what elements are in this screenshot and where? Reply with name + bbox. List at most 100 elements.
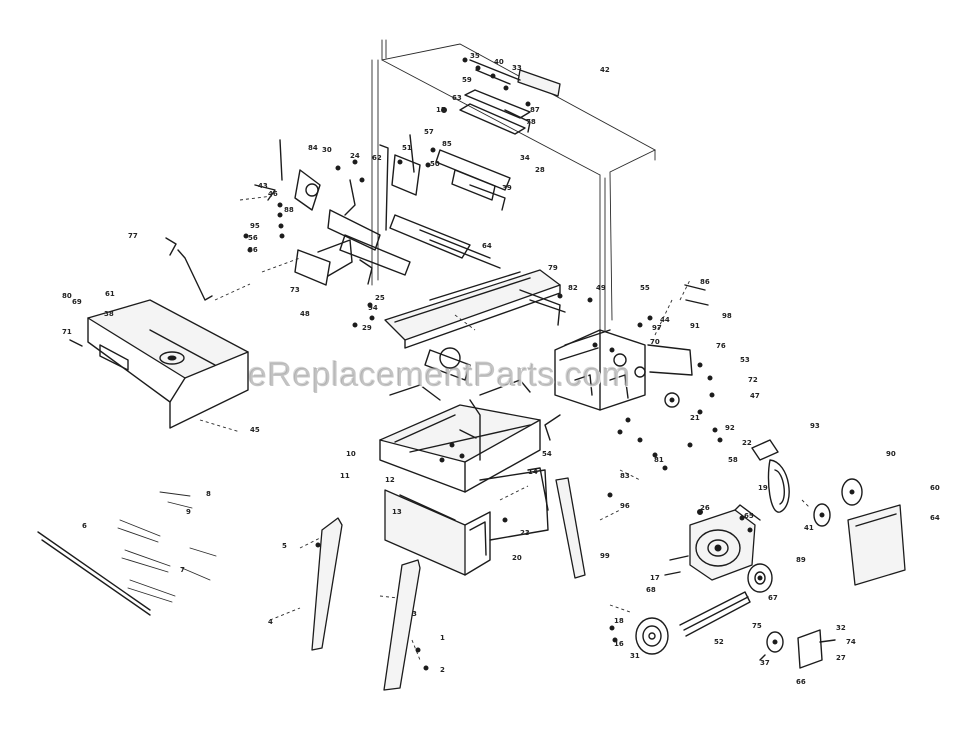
part-callout: 27 xyxy=(836,654,846,662)
part-callout: 13 xyxy=(392,508,402,516)
part-callout: 38 xyxy=(104,310,114,318)
part-callout: 88 xyxy=(284,206,294,214)
fence-base xyxy=(379,399,541,493)
part-callout: 18 xyxy=(614,617,624,625)
part-callout: 81 xyxy=(654,456,664,464)
part-callout: 6 xyxy=(82,522,87,530)
part-callout: 63 xyxy=(452,94,462,102)
part-callout: 60 xyxy=(930,484,940,492)
blade-guard-frame xyxy=(371,39,656,333)
part-callout: 82 xyxy=(568,284,578,292)
part-callout: 24 xyxy=(350,152,360,160)
part-callout: 8 xyxy=(206,490,211,498)
part-callout: 97 xyxy=(652,324,662,332)
part-callout: 90 xyxy=(886,450,896,458)
part-callout: 20 xyxy=(512,554,522,562)
part-callout: 40 xyxy=(494,58,504,66)
part-callout: 11 xyxy=(340,472,350,480)
part-callout: 50 xyxy=(430,160,440,168)
part-callout: 47 xyxy=(750,392,760,400)
part-callout: 65 xyxy=(744,512,754,520)
part-callout: 3 xyxy=(412,610,417,618)
part-callout: 83 xyxy=(620,472,630,480)
part-callout: 32 xyxy=(836,624,846,632)
part-callout: 62 xyxy=(372,154,382,162)
part-callout: 37 xyxy=(760,659,770,667)
part-callout: 73 xyxy=(290,286,300,294)
part-callout: 98 xyxy=(722,312,732,320)
part-callout: 26 xyxy=(700,504,710,512)
part-callout: 78 xyxy=(526,118,536,126)
part-callout: 71 xyxy=(62,328,72,336)
part-callout: 44 xyxy=(660,316,670,324)
part-callout: 57 xyxy=(424,128,434,136)
part-callout: 54 xyxy=(542,450,552,458)
part-callout: 52 xyxy=(714,638,724,646)
part-callout: 61 xyxy=(105,290,115,298)
upper-carriage xyxy=(239,134,511,286)
part-callout: 1 xyxy=(440,634,445,642)
part-callout: 85 xyxy=(442,140,452,148)
part-callout: 56 xyxy=(248,234,258,242)
part-callout: 87 xyxy=(530,106,540,114)
part-callout: 31 xyxy=(630,652,640,660)
part-callout: 94 xyxy=(368,304,378,312)
part-callout: 84 xyxy=(308,144,318,152)
part-callout: 36 xyxy=(248,246,258,254)
part-callout: 2 xyxy=(440,666,445,674)
part-callout: 74 xyxy=(846,638,856,646)
blade-and-guard xyxy=(751,439,906,586)
part-callout: 30 xyxy=(322,146,332,154)
part-callout: 33 xyxy=(512,64,522,72)
fasteners xyxy=(243,162,723,523)
part-callout: 45 xyxy=(250,426,260,434)
drive-motor xyxy=(664,504,761,581)
part-callout: 86 xyxy=(700,278,710,286)
part-callout: 29 xyxy=(362,324,372,332)
part-callout: 14 xyxy=(528,468,538,476)
part-callout: 15 xyxy=(436,106,446,114)
part-callout: 34 xyxy=(520,154,530,162)
part-callout: 21 xyxy=(690,414,700,422)
part-callout: 55 xyxy=(640,284,650,292)
part-callout: 68 xyxy=(646,586,656,594)
part-callout: 75 xyxy=(752,622,762,630)
part-callout: 66 xyxy=(796,678,806,686)
part-callout: 93 xyxy=(810,422,820,430)
table-plate xyxy=(384,269,561,401)
part-callout: 99 xyxy=(600,552,610,560)
part-callout: 25 xyxy=(375,294,385,302)
part-callout: 49 xyxy=(596,284,606,292)
part-callout: 7 xyxy=(180,566,185,574)
part-callout: 58 xyxy=(728,456,738,464)
part-callout: 43 xyxy=(258,182,268,190)
part-callout: 41 xyxy=(804,524,814,532)
part-callout: 46 xyxy=(268,190,278,198)
part-callout: 39 xyxy=(502,184,512,192)
storage-box xyxy=(69,237,251,433)
part-callout: 91 xyxy=(690,322,700,330)
part-callout: 28 xyxy=(535,166,545,174)
part-callout: 53 xyxy=(740,356,750,364)
part-callout: 4 xyxy=(268,618,273,626)
part-callout: 79 xyxy=(548,264,558,272)
part-callout: 77 xyxy=(128,232,138,240)
part-callout: 12 xyxy=(385,476,395,484)
stand-legs xyxy=(269,467,621,691)
part-callout: 69 xyxy=(72,298,82,306)
part-callout: 42 xyxy=(600,66,610,74)
part-callout: 89 xyxy=(796,556,806,564)
part-callout: 9 xyxy=(186,508,191,516)
motor-housing xyxy=(519,279,718,448)
part-callout: 72 xyxy=(748,376,758,384)
part-callout: 70 xyxy=(650,338,660,346)
part-callout: 23 xyxy=(520,529,530,537)
part-callout: 92 xyxy=(725,424,735,432)
part-callout: 22 xyxy=(742,439,752,447)
part-callout: 64 xyxy=(930,514,940,522)
wire-hardware xyxy=(37,491,217,616)
part-callout: 67 xyxy=(768,594,778,602)
